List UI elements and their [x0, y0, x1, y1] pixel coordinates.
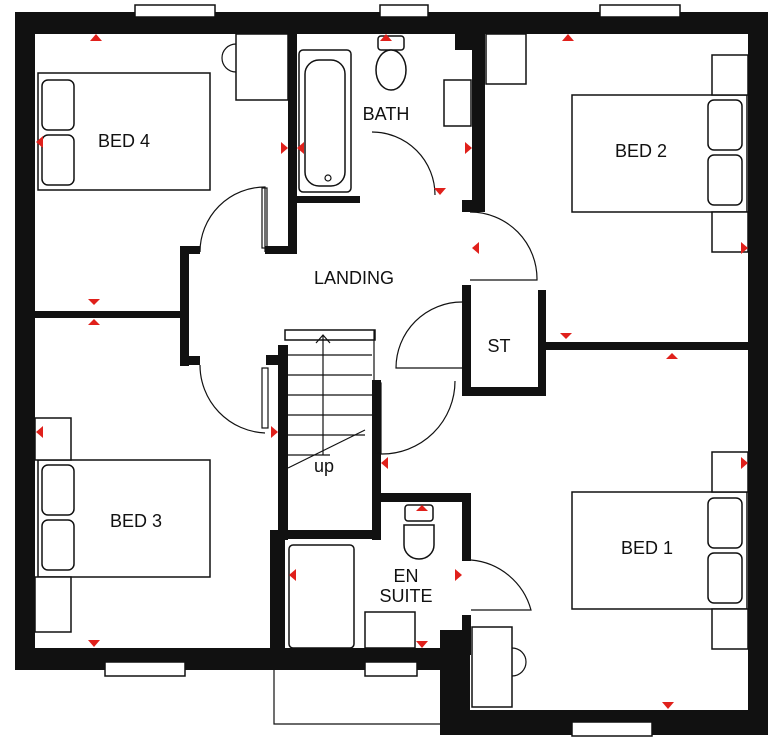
room-label-en-suite-1: EN: [393, 566, 418, 586]
bed-4-furniture: [37, 33, 289, 191]
bed-1-furniture: [471, 451, 749, 708]
room-label-landing: LANDING: [314, 268, 394, 288]
room-label-bed-1: BED 1: [621, 538, 673, 558]
bed-3-furniture: [34, 417, 211, 633]
bath-fittings: [288, 35, 472, 649]
room-label-st: ST: [487, 336, 510, 356]
room-label-bed-3: BED 3: [110, 511, 162, 531]
staircase: [261, 329, 376, 469]
electrical-markers: [36, 34, 748, 709]
room-label-bed-4: BED 4: [98, 131, 150, 151]
bed-2-furniture: [485, 33, 749, 253]
room-label-en-suite-2: SUITE: [379, 586, 432, 606]
interior-walls: [35, 34, 748, 655]
room-label-bed-2: BED 2: [615, 141, 667, 161]
doors: [199, 131, 538, 611]
stairs-up-label: up: [314, 456, 334, 476]
room-label-bath: BATH: [363, 104, 410, 124]
windows: [104, 4, 681, 737]
porch-outline: [273, 670, 440, 725]
